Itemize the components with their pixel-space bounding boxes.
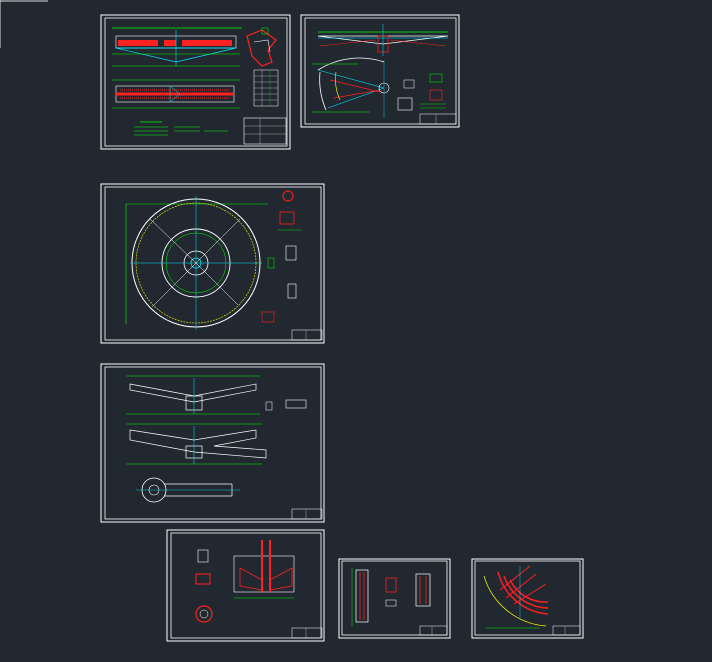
sheet-2-details — [397, 73, 446, 111]
sheet-1-notes — [134, 121, 228, 136]
sheet-7-title-block — [552, 625, 581, 636]
sheet-7-inner-frame — [474, 560, 581, 636]
sheet-4-section-a — [126, 375, 307, 415]
sheet-5-outer-frame — [166, 529, 325, 642]
sheet-3-details — [261, 190, 302, 323]
sheet-7-rebar-sector — [483, 565, 549, 629]
sheet-3[interactable] — [100, 183, 325, 344]
sheet-4-title-block — [291, 508, 323, 520]
sheet-6-title-block — [419, 625, 448, 636]
sheet-4-keyhole-plan — [136, 477, 240, 503]
sheet-3-tank-plan — [125, 196, 275, 330]
sheet-1-outer-frame — [100, 14, 291, 150]
sheet-4-inner-frame — [104, 366, 322, 520]
sheet-1-rebar-plan — [112, 79, 240, 109]
sheet-5[interactable] — [166, 529, 325, 642]
sheet-1-bracket-detail — [246, 27, 277, 67]
sheet-3-inner-frame — [104, 186, 322, 341]
sheet-3-outer-frame — [100, 183, 325, 344]
sheet-2-title-block — [419, 113, 457, 125]
sheet-7-outer-frame — [471, 558, 584, 639]
sheet-1[interactable] — [100, 14, 291, 150]
sheet-4[interactable] — [100, 363, 325, 523]
sheet-2-outer-frame — [300, 14, 460, 128]
sheet-1-inner-frame — [104, 17, 288, 147]
sheet-2-inner-frame — [304, 17, 457, 125]
sheet-4-outer-frame — [100, 363, 325, 523]
sheet-5-inner-frame — [170, 532, 322, 639]
sheet-2[interactable] — [300, 14, 460, 128]
sheet-6-outer-frame — [338, 558, 451, 639]
sheet-5-column-details — [195, 540, 295, 623]
sheet-1-rebar-table — [253, 69, 279, 107]
sheet-1-title-block — [243, 117, 287, 145]
sheet-6[interactable] — [338, 558, 451, 639]
sheet-4-section-b — [126, 423, 267, 465]
sheet-7[interactable] — [471, 558, 584, 639]
sheet-3-title-block — [291, 329, 323, 341]
sheet-2-bridge-section — [317, 24, 449, 56]
sheet-1-bridge-elevation — [112, 27, 242, 67]
sheet-2-sector-plan — [312, 57, 390, 118]
sheet-6-wall-details — [351, 568, 431, 626]
sheet-6-inner-frame — [341, 560, 448, 636]
sheet-5-title-block — [291, 627, 323, 639]
